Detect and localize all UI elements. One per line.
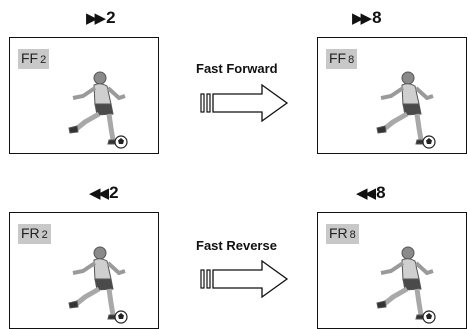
- fast-forward-caption: Fast Forward: [196, 61, 278, 76]
- fast-forward-icon: ▶▶: [86, 10, 106, 27]
- fast-reverse-icon: ◀◀: [89, 185, 109, 202]
- ff8-speed-value: 8: [372, 8, 382, 27]
- fr2-speed-value: 2: [109, 183, 119, 202]
- ff8-speed-indicator: ▶▶8: [352, 8, 382, 29]
- right-arrow-icon: [200, 83, 289, 123]
- fr8-speed-indicator: ◀◀8: [356, 183, 386, 204]
- fast-reverse-icon: ◀◀: [356, 185, 376, 202]
- fr8-speed-value: 8: [376, 183, 386, 202]
- fast-reverse-caption: Fast Reverse: [196, 238, 277, 253]
- right-arrow-icon: [200, 259, 289, 299]
- soccer-player-image: [376, 71, 436, 149]
- ff2-speed-indicator: ▶▶2: [86, 8, 116, 29]
- fr2-speed-indicator: ◀◀2: [89, 183, 119, 204]
- soccer-player-image: [68, 246, 128, 324]
- soccer-player-image: [68, 71, 128, 149]
- ff2-speed-value: 2: [106, 8, 116, 27]
- soccer-player-image: [376, 246, 436, 324]
- fast-forward-icon: ▶▶: [352, 10, 372, 27]
